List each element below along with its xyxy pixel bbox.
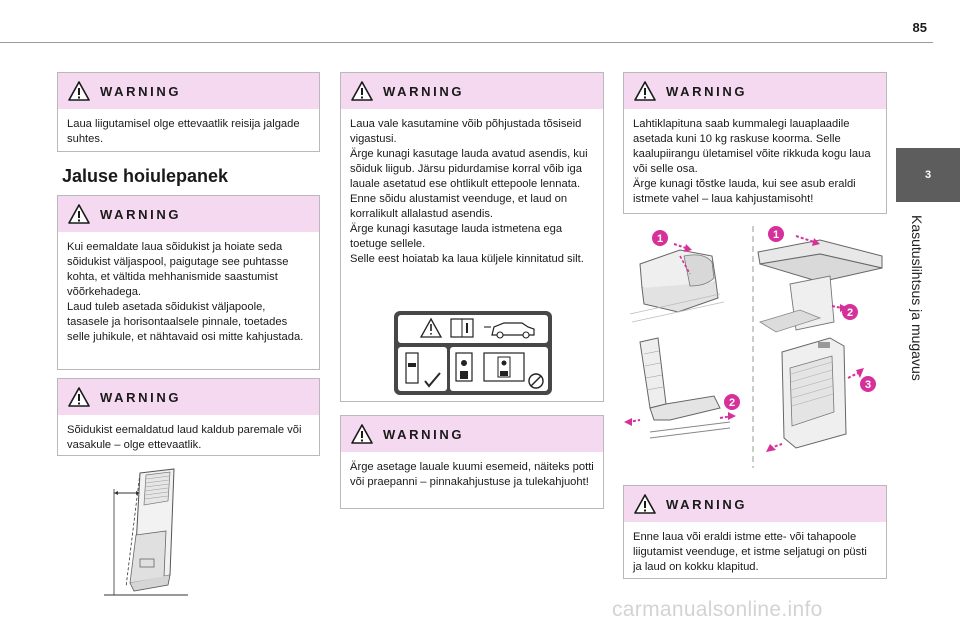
table-adjustment-illustrations: 1 1 2 2 3 <box>624 226 883 468</box>
warning-triangle-icon <box>351 424 373 444</box>
warning-text: Laua liigutamisel olge ettevaatlik reisi… <box>67 118 300 145</box>
warning-triangle-icon <box>68 204 90 224</box>
callout-3: 3 <box>865 379 871 391</box>
warning-triangle-icon <box>68 81 90 101</box>
warning-box-passenger-feet: WARNING Laua liigutamisel olge ettevaatl… <box>57 72 320 152</box>
warning-header: WARNING <box>341 416 603 452</box>
warning-text: Sõidukist eemaldatud laud kaldub paremal… <box>67 424 302 451</box>
warning-title: WARNING <box>100 389 182 405</box>
warning-title: WARNING <box>383 426 465 442</box>
chapter-title-text: Kasutuslihtsus ja mugavus <box>909 215 925 381</box>
warning-text: Lahtiklapituna saab kummalegi lauaplaadi… <box>633 118 871 205</box>
warning-header: WARNING <box>58 196 319 232</box>
warning-triangle-icon <box>634 81 656 101</box>
warning-triangle-icon <box>351 81 373 101</box>
chapter-tab[interactable]: 3 <box>896 148 960 202</box>
callout-2a: 2 <box>847 307 853 319</box>
warning-box-seat-move: WARNING Enne laua või eraldi istme ette-… <box>623 485 887 579</box>
table-warning-label-illustration <box>394 311 552 395</box>
warning-title: WARNING <box>100 206 182 222</box>
label-warning-icon <box>419 317 443 338</box>
callout-2b: 2 <box>729 397 735 409</box>
warning-text: Ärge asetage lauale kuumi esemeid, näite… <box>350 461 594 488</box>
page-number: 85 <box>912 20 927 35</box>
warning-box-tilt: WARNING Sõidukist eemaldatud laud kaldub… <box>57 378 320 456</box>
table-stored-illustration <box>104 468 188 596</box>
warning-header: WARNING <box>58 73 319 109</box>
warning-box-load-limit: WARNING Lahtiklapituna saab kummalegi la… <box>623 72 887 214</box>
watermark: carmanualsonline.info <box>612 598 823 621</box>
warning-box-hot-items: WARNING Ärge asetage lauale kuumi esemei… <box>340 415 604 509</box>
warning-title: WARNING <box>383 83 465 99</box>
chapter-title-vertical: Kasutuslihtsus ja mugavus <box>905 215 925 415</box>
section-heading: Jaluse hoiulepanek <box>62 166 229 186</box>
warning-triangle-icon <box>634 494 656 514</box>
warning-text: Kui eemaldate laua sõidukist ja hoiate s… <box>67 241 304 343</box>
warning-box-storage: WARNING Kui eemaldate laua sõidukist ja … <box>57 195 320 370</box>
warning-text: Laua vale kasutamine võib põhjustada tõs… <box>350 118 588 265</box>
manual-info-icon <box>450 318 474 338</box>
warning-header: WARNING <box>341 73 603 109</box>
warning-text: Enne laua või eraldi istme ette- või tah… <box>633 531 867 573</box>
warning-title: WARNING <box>666 496 748 512</box>
callout-1a: 1 <box>657 233 663 245</box>
warning-header: WARNING <box>624 73 886 109</box>
warning-title: WARNING <box>100 83 182 99</box>
chapter-tab-number: 3 <box>924 169 932 181</box>
warning-title: WARNING <box>666 83 748 99</box>
warning-triangle-icon <box>68 387 90 407</box>
callout-1b: 1 <box>773 229 779 241</box>
warning-header: WARNING <box>58 379 319 415</box>
header-divider <box>0 42 933 43</box>
warning-header: WARNING <box>624 486 886 522</box>
vehicle-icon <box>484 322 535 339</box>
